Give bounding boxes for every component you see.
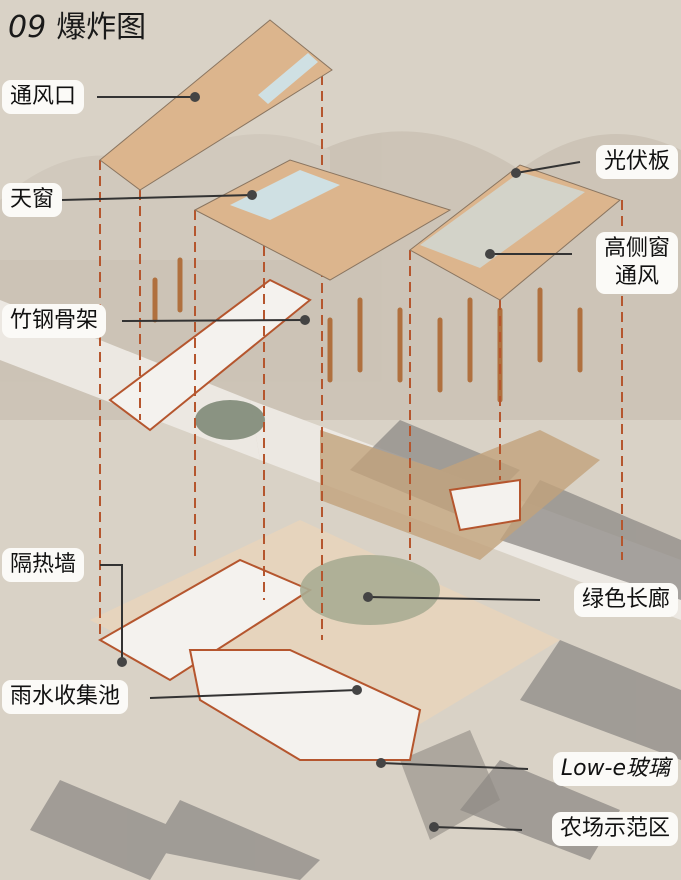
label-clerestory: 高侧窗 通风 [595,232,678,294]
label-low-e-glass: Low-e玻璃 [552,752,678,786]
leader-dots [117,92,521,832]
green-corridor-tree [195,400,440,625]
label-pv-panel: 光伏板 [595,145,678,179]
skylight-roof [193,159,452,281]
label-bamboo-steel-frame: 竹钢骨架 [2,304,107,338]
label-farm-demo: 农场示范区 [551,812,678,846]
vent-roof [99,19,333,191]
label-vent: 通风口 [2,80,85,114]
trees [152,257,583,403]
pv-roof [409,164,621,301]
label-insulation-wall: 隔热墙 [2,548,85,582]
label-skylight: 天窗 [2,183,63,217]
label-rainwater-pool: 雨水收集池 [2,680,129,714]
leader-lines [61,96,581,831]
projection-lines [99,75,623,640]
label-green-corridor: 绿色长廊 [573,583,678,617]
